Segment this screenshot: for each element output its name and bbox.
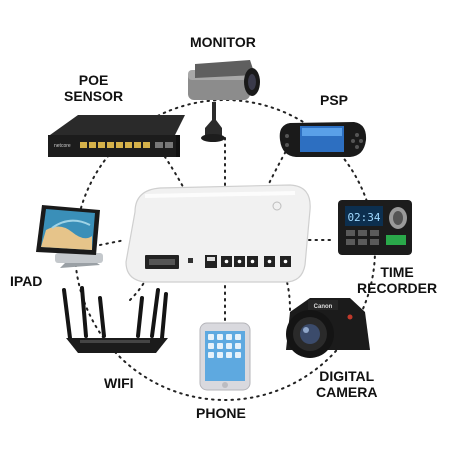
camera-brand-text: Canon (314, 304, 333, 310)
wifi-router-icon (62, 286, 168, 353)
psp-console-icon (279, 122, 367, 157)
label-poe-sensor: POE SENSOR (64, 72, 124, 104)
switch-ports (80, 142, 150, 148)
spoke-ipad (99, 239, 126, 246)
ipad-tablet-icon (36, 205, 103, 268)
hub-usb-port (205, 255, 217, 268)
poe-switch-icon: netcore (48, 115, 185, 157)
dslr-camera-icon: Canon (286, 298, 370, 358)
label-phone: PHONE (196, 405, 246, 421)
keypad (346, 230, 379, 245)
switch-brand-text: netcore (54, 143, 71, 149)
label-digital-camera: DIGITAL CAMERA (316, 368, 378, 400)
label-monitor: MONITOR (190, 34, 256, 50)
label-ipad: IPAD (10, 273, 43, 289)
clock-display-text: 02:34 (347, 211, 380, 224)
label-psp: PSP (320, 92, 349, 108)
time-recorder-icon: 02:34 (338, 200, 412, 255)
label-wifi: WIFI (104, 375, 134, 391)
mini-ups-hub (125, 184, 311, 283)
smartphone-icon (199, 322, 251, 391)
label-time-recorder: TIME RECORDER (357, 264, 438, 296)
cctv-camera-icon (188, 60, 260, 142)
